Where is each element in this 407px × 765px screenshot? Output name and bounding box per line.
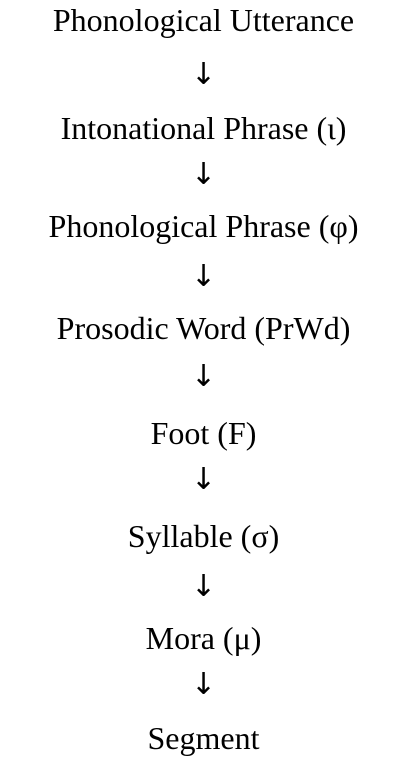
down-arrow-icon: ↓ xyxy=(190,462,217,497)
down-arrow-icon: ↓ xyxy=(190,359,217,394)
down-arrow-icon: ↓ xyxy=(190,667,217,702)
level-foot: Foot (F) xyxy=(150,415,257,451)
level-syllable: Syllable (σ) xyxy=(127,518,280,554)
down-arrow-icon: ↓ xyxy=(190,569,217,604)
down-arrow-icon: ↓ xyxy=(190,57,217,92)
level-phonological-phrase: Phonological Phrase (φ) xyxy=(48,208,359,244)
level-segment: Segment xyxy=(147,720,260,756)
level-phonological-utterance: Phonological Utterance xyxy=(52,2,355,38)
down-arrow-icon: ↓ xyxy=(190,259,217,294)
level-prosodic-word: Prosodic Word (PrWd) xyxy=(56,310,351,346)
level-mora: Mora (μ) xyxy=(145,620,262,656)
down-arrow-icon: ↓ xyxy=(190,157,217,192)
level-intonational-phrase: Intonational Phrase (ι) xyxy=(60,110,347,146)
